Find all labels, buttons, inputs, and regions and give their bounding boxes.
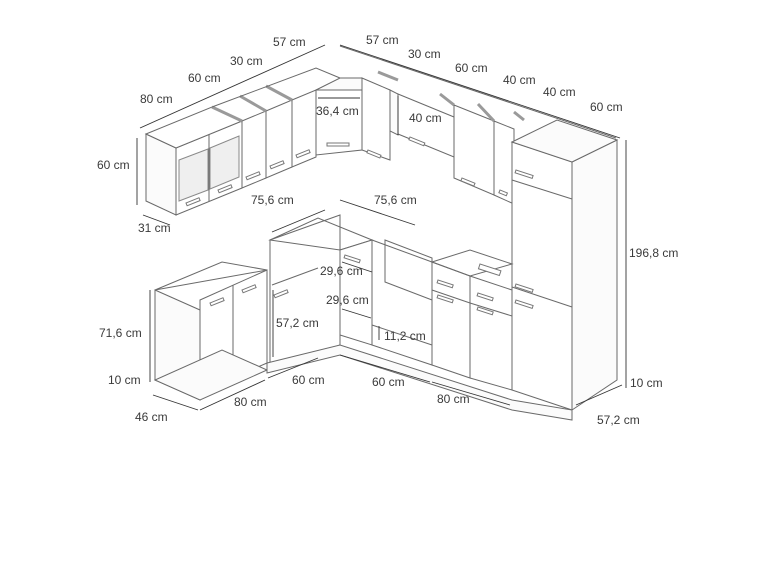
label-base-60-right: 60 cm [372, 375, 405, 389]
label-corner-open-bottom: 29,6 cm [326, 293, 369, 307]
label-top-30-right: 30 cm [408, 47, 441, 61]
label-corner-wall-width: 36,4 cm [316, 104, 359, 118]
label-base-80-left: 80 cm [234, 395, 267, 409]
label-hood-height: 40 cm [409, 111, 442, 125]
label-base-80-right: 80 cm [437, 392, 470, 406]
label-top-57-right: 57 cm [366, 33, 399, 47]
label-base-60-left: 60 cm [292, 373, 325, 387]
base-cabinets [153, 214, 573, 421]
label-top-30-left: 30 cm [230, 54, 263, 68]
label-wall-depth: 31 cm [138, 221, 171, 235]
label-oven-gap: 11,2 cm [384, 329, 426, 343]
label-corner-open-top: 29,6 cm [320, 264, 363, 278]
label-top-60-right: 60 cm [455, 61, 488, 75]
label-top-60b-right: 60 cm [590, 100, 623, 114]
label-top-80-left: 80 cm [140, 92, 173, 106]
dimension-lines [136, 44, 627, 411]
label-top-60-left: 60 cm [188, 71, 221, 85]
tall-cabinet [510, 119, 619, 411]
label-plinth-right: 10 cm [630, 376, 663, 390]
label-base-depth: 46 cm [135, 410, 168, 424]
label-corner-door-height: 57,2 cm [276, 316, 319, 330]
label-top-40a-right: 40 cm [503, 73, 536, 87]
label-sink-height: 71,6 cm [99, 326, 142, 340]
label-tall-height: 196,8 cm [629, 246, 679, 260]
label-plinth-left: 10 cm [108, 373, 141, 387]
label-top-57-left: 57 cm [273, 35, 306, 49]
label-counter-left: 75,6 cm [251, 193, 294, 207]
label-counter-right: 75,6 cm [374, 193, 417, 207]
label-tall-depth: 57,2 cm [597, 413, 640, 427]
label-top-40b-right: 40 cm [543, 85, 576, 99]
wall-cabinets-left [144, 67, 341, 216]
label-wall-height: 60 cm [97, 158, 130, 172]
